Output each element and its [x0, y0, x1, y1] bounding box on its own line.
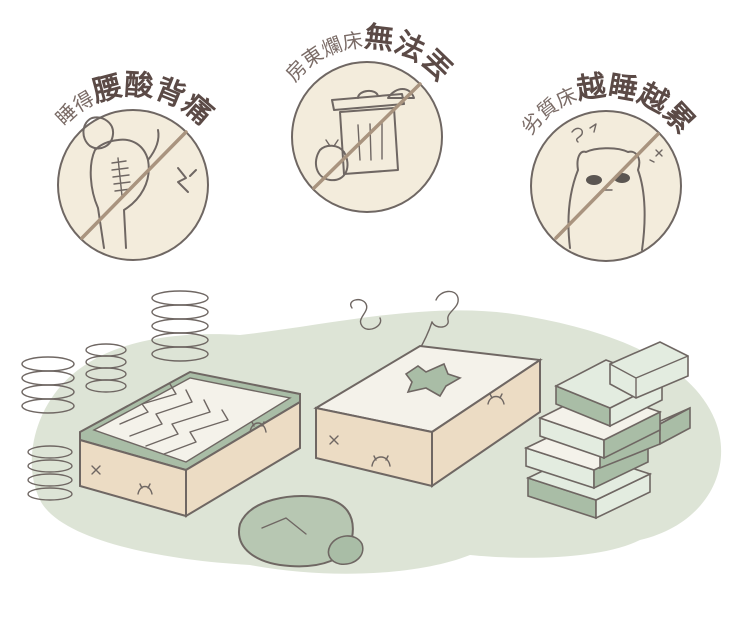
trash-can-icon: [314, 88, 415, 182]
brick-pile: [523, 341, 691, 520]
icon-badge-trash: [291, 61, 443, 213]
broken-rock: [238, 495, 364, 568]
back-pain-figure-icon: [82, 116, 197, 249]
tired-cat-icon: [567, 123, 663, 251]
tear-hole: [404, 362, 462, 398]
spring-icon: [85, 343, 127, 393]
icon-badge-back-pain: [57, 109, 209, 261]
loose-springs: [21, 290, 459, 501]
mattress-torn-right: [313, 344, 543, 488]
brick: [609, 341, 689, 399]
spring-icon: [27, 445, 73, 501]
icon-badge-tired-cat: [530, 110, 682, 262]
mattress-old-left: [79, 370, 301, 518]
spring-icon: [431, 290, 459, 328]
spring-icon: [151, 290, 209, 362]
spring-icon: [350, 298, 382, 330]
spring-icon: [21, 356, 75, 414]
